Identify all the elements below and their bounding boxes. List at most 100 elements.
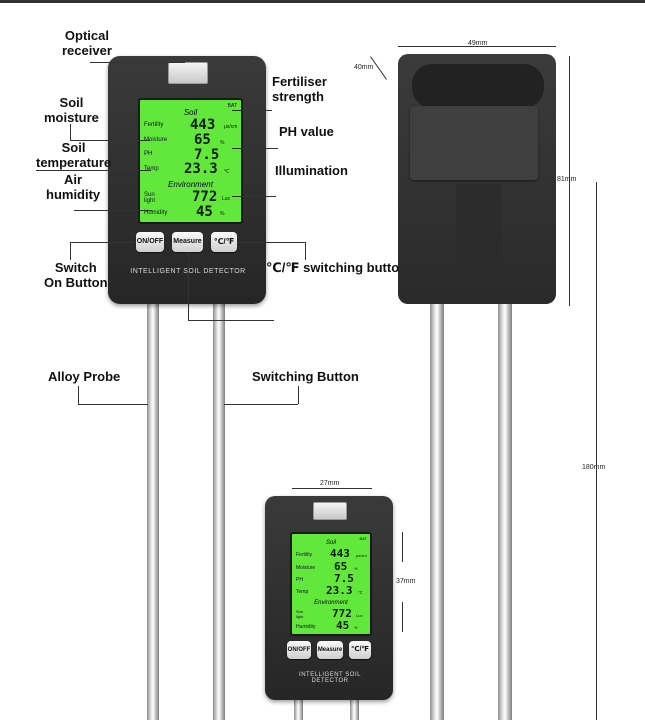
optical-receiver-small xyxy=(313,502,347,520)
back-probe-right xyxy=(498,180,512,720)
leader-temp xyxy=(36,170,151,171)
soil-header-small: Soil xyxy=(325,540,336,546)
dim-probe-length: 180mm xyxy=(582,464,606,471)
leader-illumination xyxy=(232,196,276,197)
ph-label: PH xyxy=(144,151,153,157)
sunlight-unit: Lux xyxy=(222,196,231,202)
ph-value: 7.5 xyxy=(194,147,220,163)
leader-moisture-h xyxy=(70,140,150,141)
leader-measure-h xyxy=(188,320,274,321)
top-border xyxy=(0,0,645,3)
moisture-unit-small: % xyxy=(354,566,358,571)
measure-button-small[interactable]: Measure xyxy=(317,641,343,659)
dim-width-back: 49mm xyxy=(468,40,488,47)
fertility-unit-small: μs/cm xyxy=(356,553,367,558)
annotation-optical-receiver: Optical receiver xyxy=(62,28,112,58)
annotation-unit-switching-button: ℃/℉ switching button xyxy=(266,260,408,275)
leader-unit-switch-v xyxy=(305,242,306,260)
fertility-value-small: 443 xyxy=(330,547,350,560)
measure-button[interactable]: Measure xyxy=(172,232,203,252)
moisture-label-small: Moisture xyxy=(296,565,316,571)
dim-screen-line-bottom xyxy=(402,602,403,632)
lcd-screen-small: BAT Soil Fertility 443 μs/cm Moisture 65… xyxy=(290,532,372,636)
humidity-value: 45 xyxy=(196,204,213,220)
moisture-unit: % xyxy=(220,140,225,146)
fertility-label-small: Fertility xyxy=(296,552,313,558)
optical-receiver xyxy=(168,62,208,84)
humidity-label-small: Humidity xyxy=(296,624,316,630)
soil-header: Soil xyxy=(183,108,198,117)
alloy-probe-left xyxy=(147,300,159,720)
annotation-soil-temperature: Soil temperature xyxy=(36,140,112,170)
leader-humidity xyxy=(74,210,152,211)
annotation-soil-moisture: Soil moisture xyxy=(44,95,99,125)
battery-indicator: BAT xyxy=(227,103,237,109)
brand-label: INTELLIGENT SOIL DETECTOR xyxy=(130,268,246,275)
dim-height-back: 81mm xyxy=(557,176,577,183)
humidity-unit-small: % xyxy=(354,625,358,630)
back-clip xyxy=(412,64,544,108)
temp-label: Temp xyxy=(144,166,159,172)
leader-switching-v xyxy=(298,386,299,404)
back-sticker xyxy=(456,184,502,284)
small-probe-right xyxy=(350,696,359,720)
leader-optical xyxy=(90,62,185,63)
fertility-value: 443 xyxy=(190,117,216,133)
temp-value: 23.3 xyxy=(184,161,218,177)
moisture-value-small: 65 xyxy=(334,560,348,573)
humidity-label: Humidity xyxy=(144,210,168,216)
annotation-air-humidity: Air humidity xyxy=(46,172,101,202)
annotation-fertiliser: Fertiliser strength xyxy=(272,74,327,104)
leader-switch-on xyxy=(70,242,136,243)
dim-width-front-line xyxy=(292,488,372,489)
ph-value-small: 7.5 xyxy=(334,572,354,585)
environment-header-small: Environment xyxy=(314,600,348,606)
leader-switching-h xyxy=(224,404,298,405)
leader-alloy-v xyxy=(78,386,79,404)
on-off-button-small[interactable]: ON/OFF xyxy=(287,641,311,659)
brand-label-small: INTELLIGENT SOIL DETECTOR xyxy=(299,672,361,684)
sunlight-label-small: Sun light xyxy=(296,609,304,619)
humidity-value-small: 45 xyxy=(336,619,350,632)
sunlight-value-small: 772 xyxy=(332,607,352,620)
alloy-probe-right xyxy=(213,300,225,720)
fertility-unit: μs/cm xyxy=(224,124,238,130)
leader-measure-v xyxy=(188,252,189,320)
small-probe-left xyxy=(294,696,303,720)
leader-moisture xyxy=(70,124,71,140)
moisture-label: Moisture xyxy=(144,137,168,143)
annotation-switching-button: Switching Button xyxy=(252,369,359,384)
back-probe-left xyxy=(430,180,444,720)
temp-unit-small: ℃ xyxy=(358,590,363,595)
dim-width-front: 27mm xyxy=(320,480,340,487)
back-plate xyxy=(410,106,538,180)
battery-indicator-small: BAT xyxy=(359,536,367,541)
leader-alloy-h xyxy=(78,404,148,405)
annotation-ph-value: PH value xyxy=(279,124,334,139)
fertility-label: Fertility xyxy=(144,122,164,128)
humidity-unit: % xyxy=(220,211,225,217)
leader-switch-on-v xyxy=(70,242,71,260)
dim-probe-line xyxy=(596,182,597,720)
lcd-screen-large: BAT Soil Fertility 443 μs/cm Moisture 65… xyxy=(138,98,243,224)
annotation-alloy-probe: Alloy Probe xyxy=(48,369,121,384)
dim-height-back-line xyxy=(569,56,570,306)
dim-depth: 40mm xyxy=(354,64,374,71)
on-off-button[interactable]: ON/OFF xyxy=(136,232,164,252)
annotation-switch-on: Switch On Button xyxy=(44,260,108,290)
environment-header: Environment xyxy=(168,180,213,189)
temp-unit: ℃ xyxy=(224,169,230,175)
sunlight-label: Sun light xyxy=(144,192,156,204)
leader-ph xyxy=(232,148,278,149)
sunlight-unit-small: Lux xyxy=(356,613,363,618)
temp-value-small: 23.3 xyxy=(326,584,353,597)
dim-screen-height: 37mm xyxy=(396,578,416,585)
dim-screen-line-top xyxy=(402,532,403,562)
unit-switch-button-small[interactable]: ℃/℉ xyxy=(349,641,371,659)
soil-detector-back xyxy=(398,54,556,304)
unit-switch-button[interactable]: ℃/℉ xyxy=(211,232,237,252)
sunlight-value: 772 xyxy=(192,189,218,205)
leader-unit-switch xyxy=(237,242,305,243)
annotation-illumination: Illumination xyxy=(275,163,348,178)
dim-width-back-line xyxy=(398,46,556,47)
